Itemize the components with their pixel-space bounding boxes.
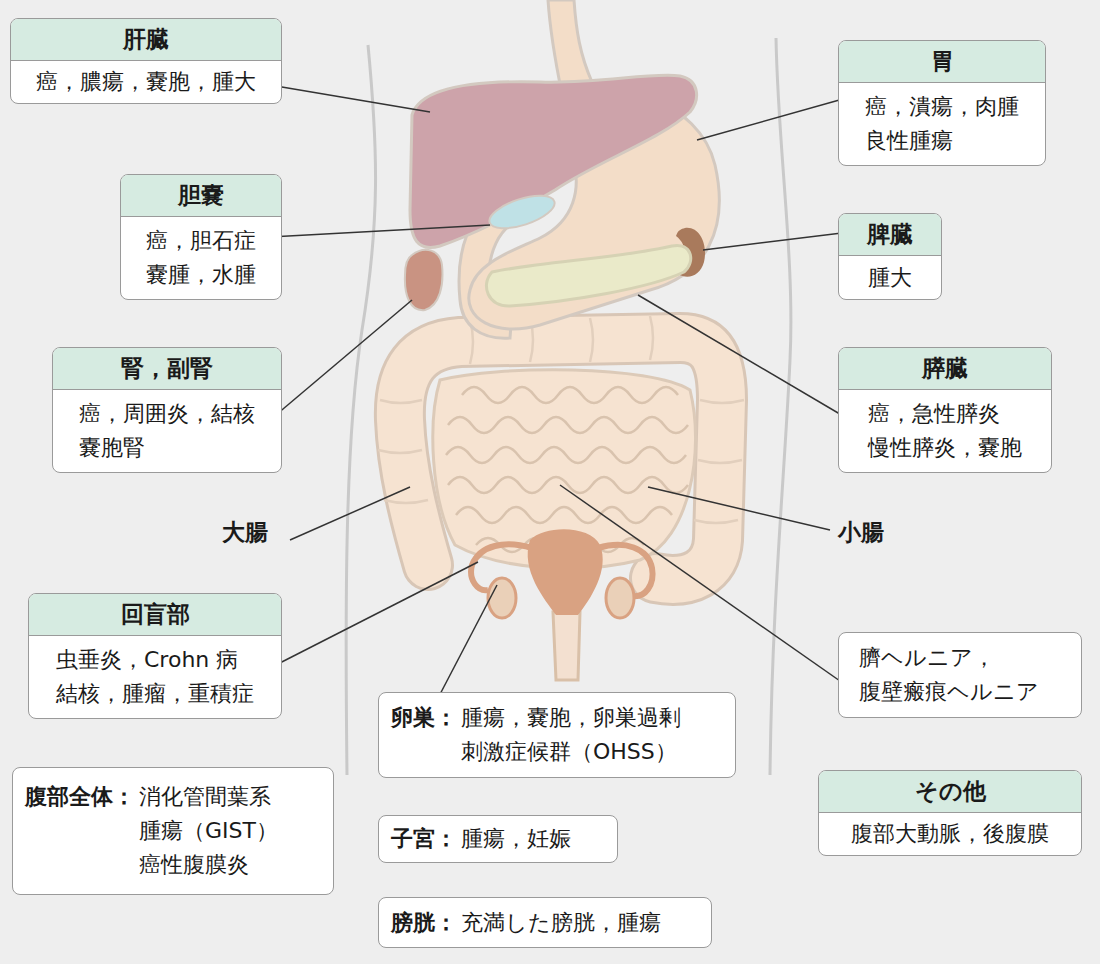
text-line: 結核，腫瘤，重積症 <box>56 677 254 711</box>
liver <box>410 75 697 247</box>
text-line: 腫瘍（GIST） <box>139 814 278 848</box>
box-heading: 回盲部 <box>29 594 281 636</box>
text-line: 腹部全体： <box>25 780 135 814</box>
box-text: 癌，膿瘍，嚢胞，腫大 <box>36 65 256 99</box>
box-row: 腹部全体：消化管間葉系 腫瘍（GIST） 癌性腹膜炎 <box>25 780 321 882</box>
box-text: 充満した膀胱，腫瘍 <box>461 906 661 940</box>
box-heading: 肝臓 <box>11 19 281 61</box>
box-heading: 胃 <box>839 41 1045 83</box>
text-line: 腎，副腎 <box>121 353 213 384</box>
organ-label: 小腸 <box>838 517 884 547</box>
pancreas <box>486 245 690 306</box>
note-box: 卵巣：腫瘍，嚢胞，卵巣過剰 刺激症候群（OHSS） <box>378 692 736 778</box>
text-line: その他 <box>915 776 986 807</box>
text-line: 肝臓 <box>123 24 169 55</box>
text-line: 癌，急性膵炎 <box>868 397 1022 431</box>
text-line: 消化管間葉系 <box>139 780 278 814</box>
box-heading: 膀胱： <box>391 906 457 940</box>
uterus <box>528 529 603 615</box>
box-text: 癌，潰瘍，肉腫 良性腫瘍 <box>865 90 1019 158</box>
text-line: 癌，潰瘍，肉腫 <box>865 90 1019 124</box>
box-body: 癌，潰瘍，肉腫 良性腫瘍 <box>839 83 1045 165</box>
box-text: 癌，胆石症 嚢腫，水腫 <box>146 224 256 292</box>
ovary <box>606 578 634 618</box>
box-text: 癌，急性膵炎 慢性膵炎，嚢胞 <box>868 397 1022 465</box>
text-line: 癌，膿瘍，嚢胞，腫大 <box>36 65 256 99</box>
note-box: 臍ヘルニア， 腹壁瘢痕ヘルニア <box>838 632 1082 718</box>
organ-callout-box: 脾臓腫大 <box>838 213 942 300</box>
text-line: 良性腫瘍 <box>865 124 1019 158</box>
text-line: 腫大 <box>868 261 912 295</box>
box-body: 癌，膿瘍，嚢胞，腫大 <box>11 61 281 103</box>
text-line: 胆嚢 <box>178 180 224 211</box>
text-line: 虫垂炎，Crohn 病 <box>56 643 254 677</box>
torso-outline <box>770 38 791 775</box>
organ-label: 大腸 <box>222 517 268 547</box>
text-line: 子宮： <box>391 822 457 856</box>
organ-callout-box: 腎，副腎癌，周囲炎，結核 嚢胞腎 <box>52 347 282 473</box>
text-line: 腫瘍，妊娠 <box>461 822 571 856</box>
text-line: 腹壁瘢痕ヘルニア <box>859 675 1039 709</box>
box-text: 虫垂炎，Crohn 病 結核，腫瘤，重積症 <box>56 643 254 711</box>
organ-callout-box: その他腹部大動脈，後腹膜 <box>818 770 1082 856</box>
text-line: 腫瘍，嚢胞，卵巣過剰 <box>461 701 681 735</box>
note-box: 膀胱：充満した膀胱，腫瘍 <box>378 897 712 948</box>
text-line: 回盲部 <box>121 599 190 630</box>
box-heading: 胆嚢 <box>121 175 281 217</box>
text-line: 癌，胆石症 <box>146 224 256 258</box>
box-heading: 腎，副腎 <box>53 348 281 390</box>
box-body: 腹部大動脈，後腹膜 <box>819 813 1081 855</box>
text-line: 嚢胞腎 <box>79 431 255 465</box>
box-heading: 卵巣： <box>391 701 457 735</box>
box-text: 消化管間葉系 腫瘍（GIST） 癌性腹膜炎 <box>139 780 278 882</box>
text-line: 充満した膀胱，腫瘍 <box>461 906 661 940</box>
box-body: 虫垂炎，Crohn 病 結核，腫瘤，重積症 <box>29 636 281 718</box>
torso-outline <box>346 45 375 775</box>
gallbladder <box>486 189 559 235</box>
box-heading: 子宮： <box>391 822 457 856</box>
box-heading: 膵臓 <box>839 348 1051 390</box>
box-text: 臍ヘルニア， 腹壁瘢痕ヘルニア <box>859 641 1039 709</box>
organ-callout-box: 胆嚢癌，胆石症 嚢腫，水腫 <box>120 174 282 300</box>
organ-callout-box: 膵臓癌，急性膵炎 慢性膵炎，嚢胞 <box>838 347 1052 473</box>
box-text: 癌，周囲炎，結核 嚢胞腎 <box>79 397 255 465</box>
box-body: 癌，急性膵炎 慢性膵炎，嚢胞 <box>839 390 1051 472</box>
box-text: 腫大 <box>868 261 912 295</box>
box-text: 腫瘍，妊娠 <box>461 822 571 856</box>
organ-callout-box: 肝臓癌，膿瘍，嚢胞，腫大 <box>10 18 282 104</box>
intestine-coils <box>446 387 688 552</box>
box-text: 腫瘍，嚢胞，卵巣過剰 刺激症候群（OHSS） <box>461 701 681 769</box>
organ-callout-box: 胃癌，潰瘍，肉腫 良性腫瘍 <box>838 40 1046 166</box>
box-heading: 脾臓 <box>839 214 941 256</box>
text-line: 膵臓 <box>922 353 968 384</box>
text-line: 刺激症候群（OHSS） <box>461 735 681 769</box>
box-row: 膀胱：充満した膀胱，腫瘍 <box>391 906 699 940</box>
box-body: 癌，周囲炎，結核 嚢胞腎 <box>53 390 281 472</box>
vagina <box>553 612 580 680</box>
text-line: 脾臓 <box>867 219 913 250</box>
ovary <box>488 578 516 618</box>
text-line: 癌，周囲炎，結核 <box>79 397 255 431</box>
text-line: 膀胱： <box>391 906 457 940</box>
text-line: 卵巣： <box>391 701 457 735</box>
organ-callout-box: 回盲部虫垂炎，Crohn 病 結核，腫瘤，重積症 <box>28 593 282 719</box>
text-line: 腹部大動脈，後腹膜 <box>851 817 1049 851</box>
text-line: 嚢腫，水腫 <box>146 258 256 292</box>
box-row: 子宮：腫瘍，妊娠 <box>391 822 605 856</box>
note-box: 子宮：腫瘍，妊娠 <box>378 815 618 863</box>
note-box: 腹部全体：消化管間葉系 腫瘍（GIST） 癌性腹膜炎 <box>12 767 334 895</box>
box-row: 卵巣：腫瘍，嚢胞，卵巣過剰 刺激症候群（OHSS） <box>391 701 723 769</box>
box-heading: 腹部全体： <box>25 780 135 814</box>
text-line: 癌性腹膜炎 <box>139 848 278 882</box>
text-line: 臍ヘルニア， <box>859 641 1039 675</box>
box-heading: その他 <box>819 771 1081 813</box>
text-line: 慢性膵炎，嚢胞 <box>868 431 1022 465</box>
leader-lines <box>270 85 850 700</box>
box-body: 癌，胆石症 嚢腫，水腫 <box>121 217 281 299</box>
text-line: 胃 <box>931 46 954 77</box>
box-body: 腫大 <box>839 256 941 299</box>
box-text: 腹部大動脈，後腹膜 <box>851 817 1049 851</box>
